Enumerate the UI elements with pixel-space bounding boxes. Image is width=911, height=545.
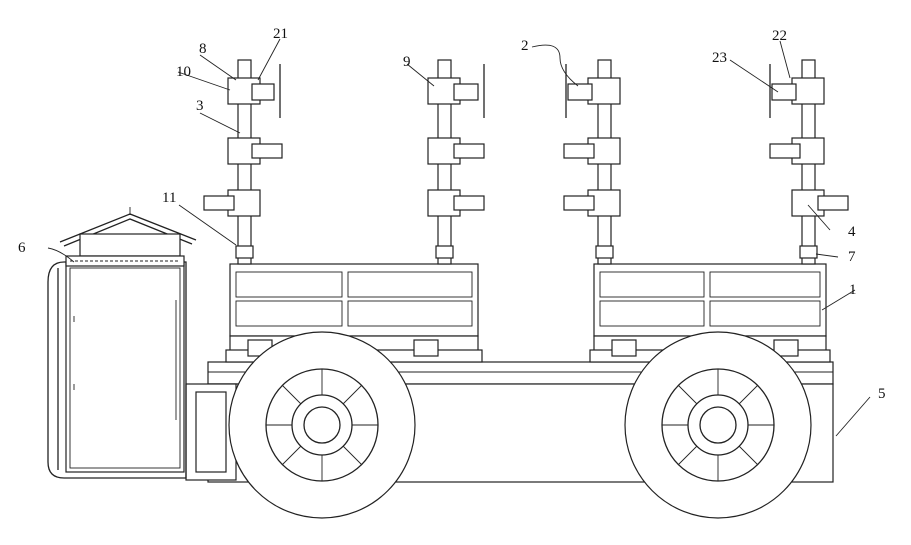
cab: [48, 207, 196, 478]
callout-23: 23: [712, 50, 727, 66]
post-4: [770, 60, 848, 264]
callout-8: 8: [199, 41, 207, 57]
callout-7: 7: [848, 249, 856, 265]
callout-4: 4: [848, 224, 856, 240]
callout-1: 1: [849, 282, 857, 298]
callout-5: 5: [878, 386, 886, 402]
callout-2: 2: [521, 38, 529, 54]
callout-3: 3: [196, 98, 204, 114]
callout-10: 10: [176, 64, 191, 80]
callout-9: 9: [403, 54, 411, 70]
post-2: [428, 60, 484, 264]
wheel-rear: [625, 332, 811, 518]
callout-22: 22: [772, 28, 787, 44]
wheel-front: [229, 332, 415, 518]
post-1: [204, 60, 282, 264]
callout-6: 6: [18, 240, 26, 256]
post-3: [564, 60, 620, 264]
callout-21: 21: [273, 26, 288, 42]
callout-11: 11: [162, 190, 176, 206]
